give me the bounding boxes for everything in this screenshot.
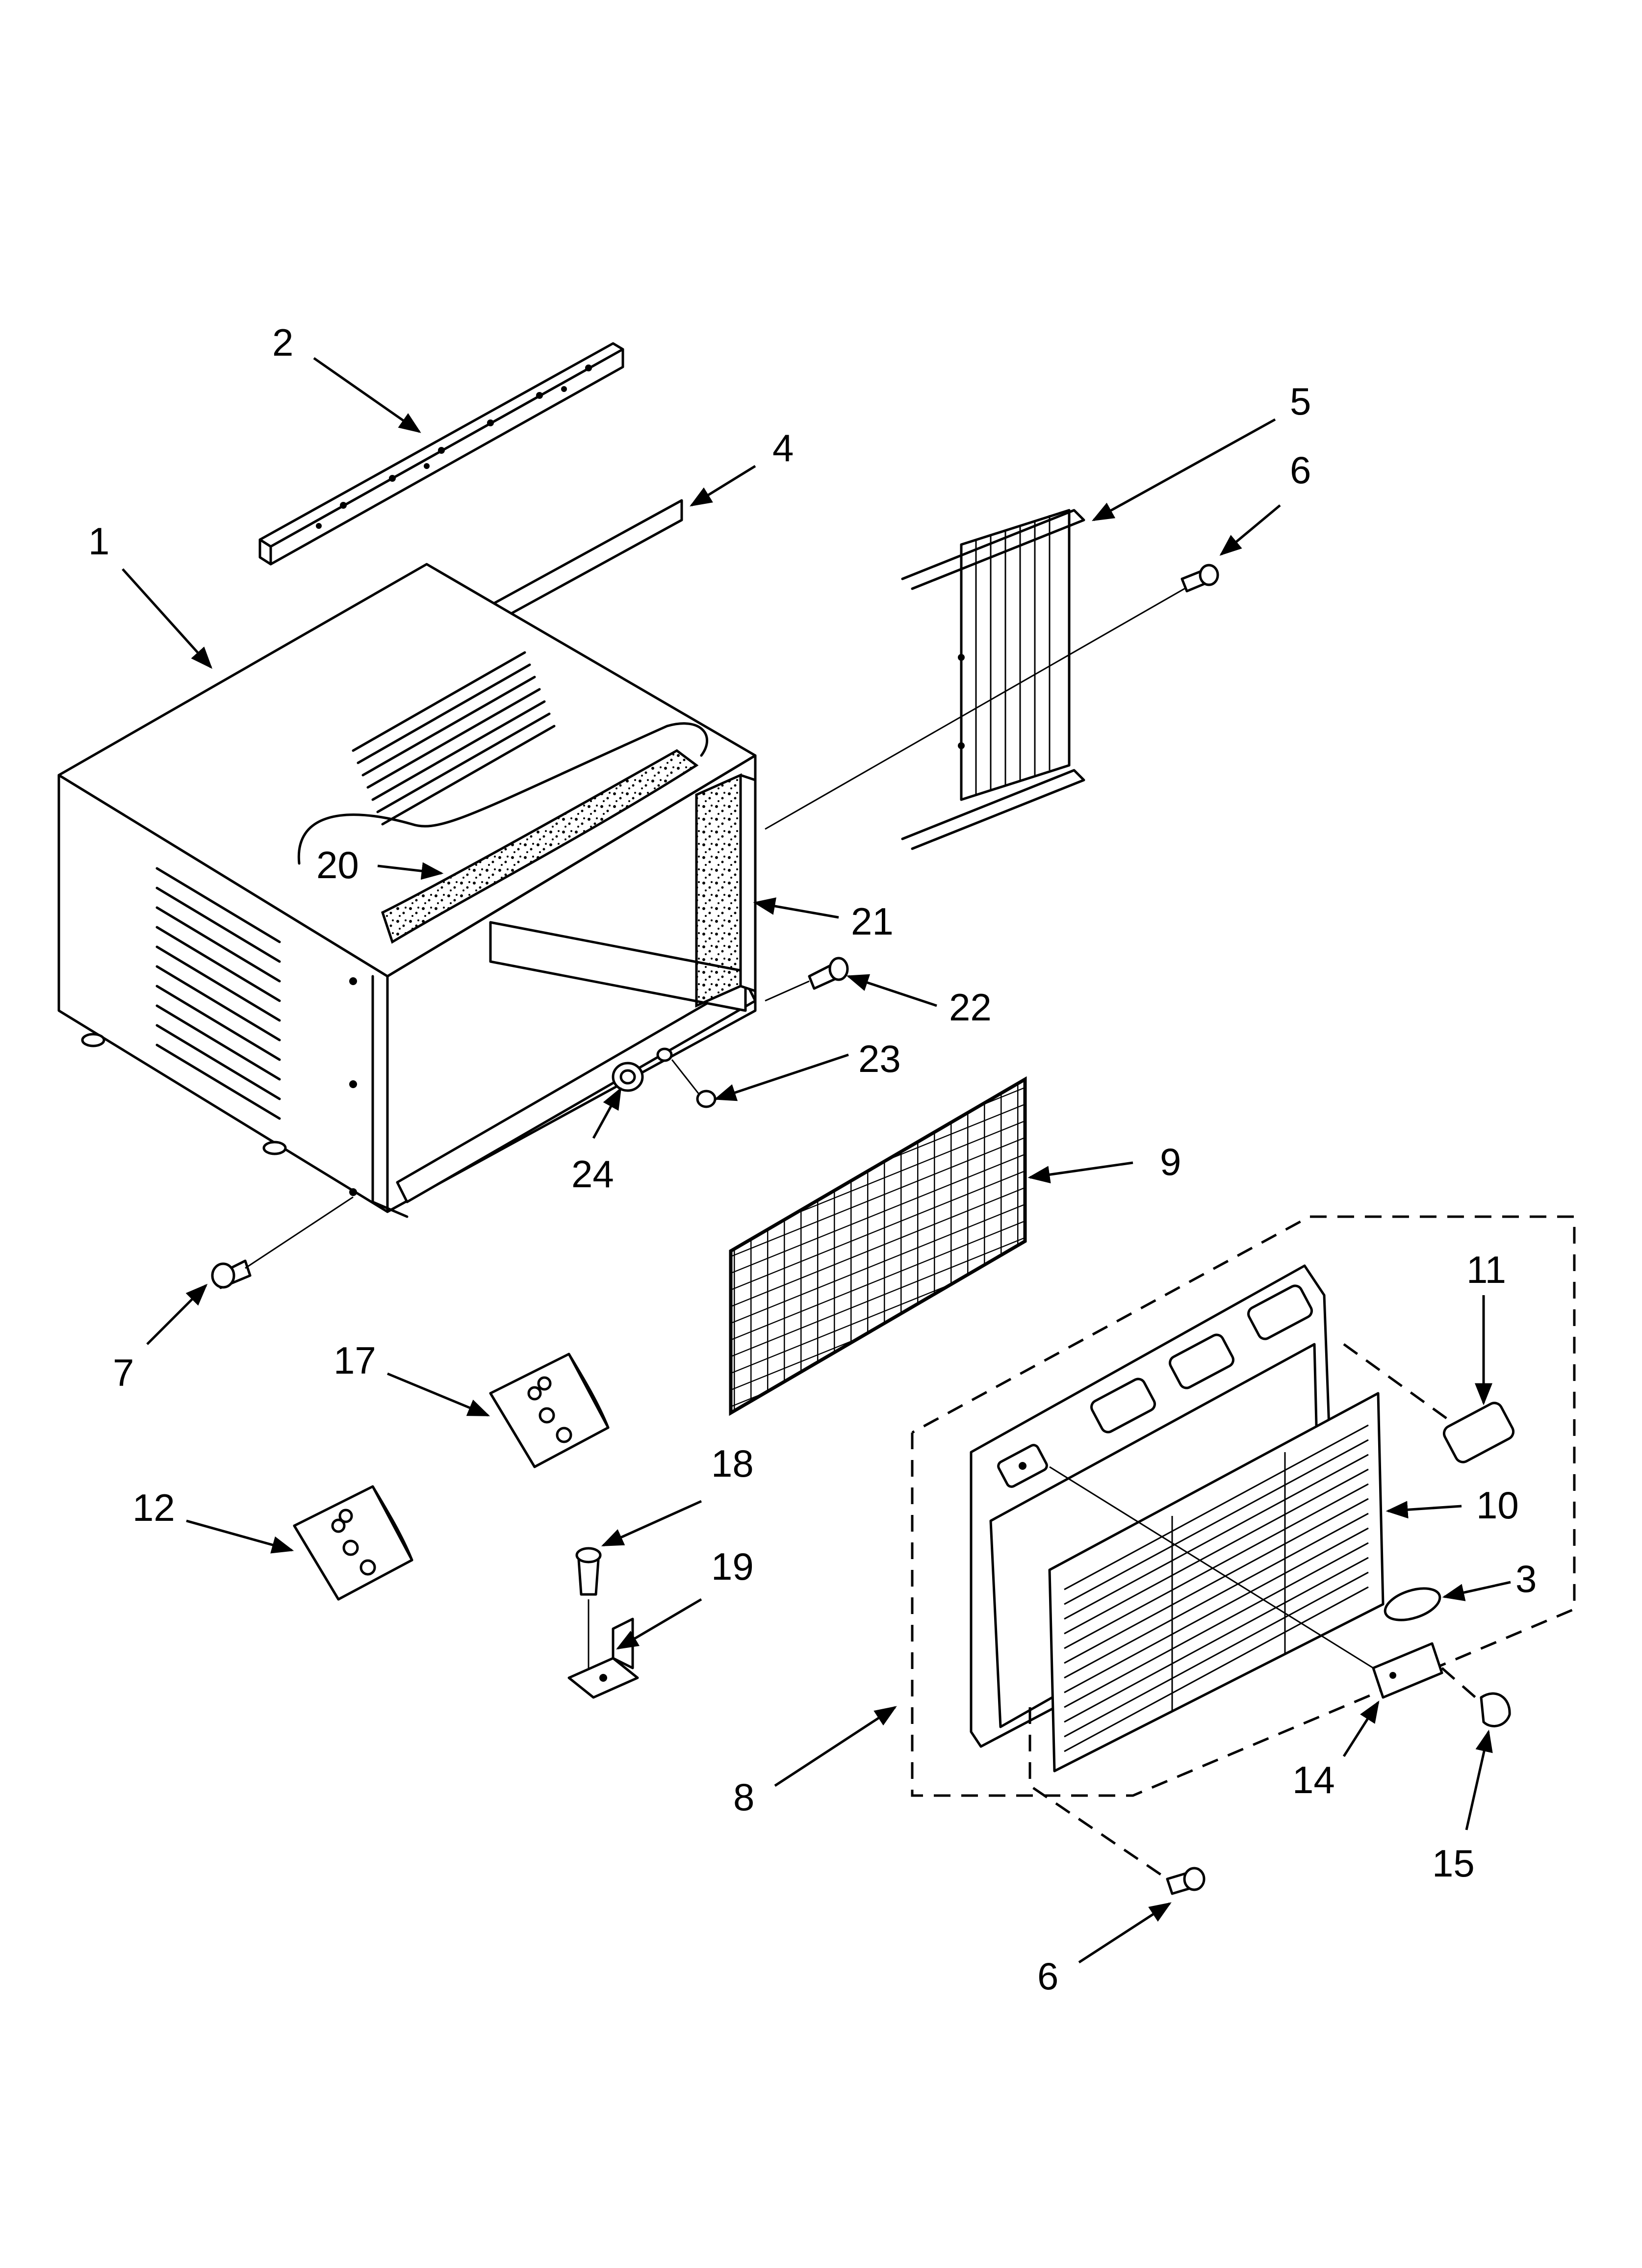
- part-6-screw-top: [1180, 564, 1219, 593]
- part-7-screw: [211, 1259, 252, 1289]
- callout-4: 4: [772, 426, 794, 469]
- part-12-bracket: [293, 1485, 413, 1601]
- part-8-front-group-outline: [911, 1215, 1576, 1797]
- callout-22: 22: [949, 986, 992, 1029]
- callout-21: 21: [851, 900, 894, 943]
- part-5-rear-panel: [901, 509, 1085, 850]
- part-10-front-grille: [1048, 1392, 1385, 1773]
- part-21-side-seal: [695, 773, 757, 1008]
- callout-5: 5: [1290, 380, 1311, 423]
- part-6-screw-bottom: [1166, 1867, 1206, 1895]
- part-9-filter-mesh: [729, 1076, 1027, 1416]
- part-11-louvre: [1442, 1402, 1515, 1463]
- leader-lines: [122, 357, 1511, 1964]
- part-14-plate: [1372, 1642, 1443, 1699]
- part-24-grommet: [612, 1062, 644, 1092]
- part-19-clip: [567, 1617, 639, 1699]
- callout-14: 14: [1292, 1758, 1335, 1801]
- part-18-screw: [575, 1547, 602, 1596]
- callout-6-bottom: 6: [1037, 1955, 1058, 1998]
- callout-23: 23: [858, 1037, 901, 1080]
- callout-9: 9: [1160, 1140, 1181, 1183]
- part-20-top-seal: [297, 722, 708, 944]
- callout-7: 7: [113, 1351, 134, 1394]
- callout-10: 10: [1476, 1484, 1519, 1527]
- part-2-top-rail: [258, 342, 624, 566]
- callout-18: 18: [711, 1442, 754, 1485]
- callout-15: 15: [1432, 1842, 1475, 1885]
- callout-6-top: 6: [1290, 448, 1311, 492]
- part-15-knob: [1480, 1692, 1511, 1727]
- callout-11: 11: [1466, 1248, 1506, 1291]
- callout-2: 2: [272, 321, 293, 364]
- part-22-screw: [808, 957, 849, 990]
- callout-labels: 1 2 3 4 5 6 6 7 8 9 10 11 12 14 15 17 18…: [88, 321, 1537, 1998]
- callout-1: 1: [88, 520, 109, 563]
- callout-19: 19: [711, 1545, 754, 1588]
- part-17-bracket: [489, 1353, 610, 1468]
- part-1-cabinet: [57, 563, 757, 1218]
- callout-12: 12: [132, 1486, 175, 1529]
- part-23-washer: [656, 1047, 717, 1108]
- callout-8: 8: [733, 1775, 754, 1819]
- callout-17: 17: [334, 1339, 376, 1382]
- callout-24: 24: [571, 1152, 614, 1196]
- callout-20: 20: [316, 843, 359, 886]
- part-3-label: [1384, 1587, 1441, 1621]
- callout-3: 3: [1515, 1557, 1537, 1600]
